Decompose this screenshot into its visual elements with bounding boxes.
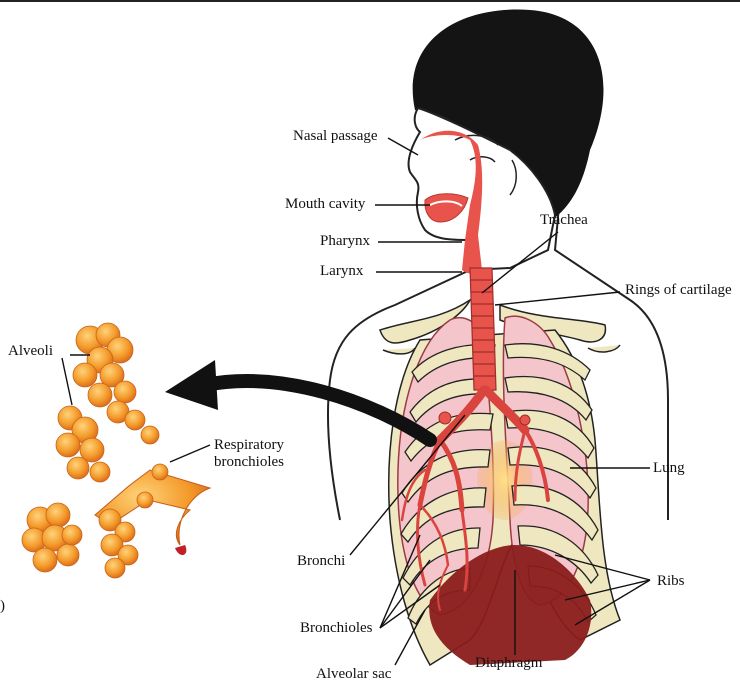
label-edge-mark: ) bbox=[0, 598, 5, 615]
label-larynx: Larynx bbox=[320, 263, 363, 280]
label-pharynx: Pharynx bbox=[320, 233, 370, 250]
label-alveoli: Alveoli bbox=[8, 343, 53, 360]
label-bronchi: Bronchi bbox=[297, 553, 345, 570]
label-rings-of-cartilage: Rings of cartilage bbox=[625, 282, 732, 299]
label-nasal-passage: Nasal passage bbox=[293, 128, 378, 145]
arrow-head bbox=[165, 360, 218, 410]
label-respiratory-bronchioles: Respiratory bronchioles bbox=[214, 437, 284, 472]
label-respiratory-bronchioles-line1: Respiratory bbox=[214, 437, 284, 454]
label-bronchioles: Bronchioles bbox=[300, 620, 373, 637]
label-diaphragm: Diaphragm bbox=[475, 655, 542, 672]
alveoli-cluster bbox=[22, 323, 210, 578]
label-respiratory-bronchioles-line2: bronchioles bbox=[214, 454, 284, 471]
label-trachea: Trachea bbox=[540, 212, 588, 229]
label-alveolar-sac: Alveolar sac bbox=[316, 666, 391, 683]
trachea-tube bbox=[470, 268, 496, 390]
label-lung: Lung bbox=[653, 460, 685, 477]
label-ribs: Ribs bbox=[657, 573, 685, 590]
label-mouth-cavity: Mouth cavity bbox=[285, 196, 365, 213]
